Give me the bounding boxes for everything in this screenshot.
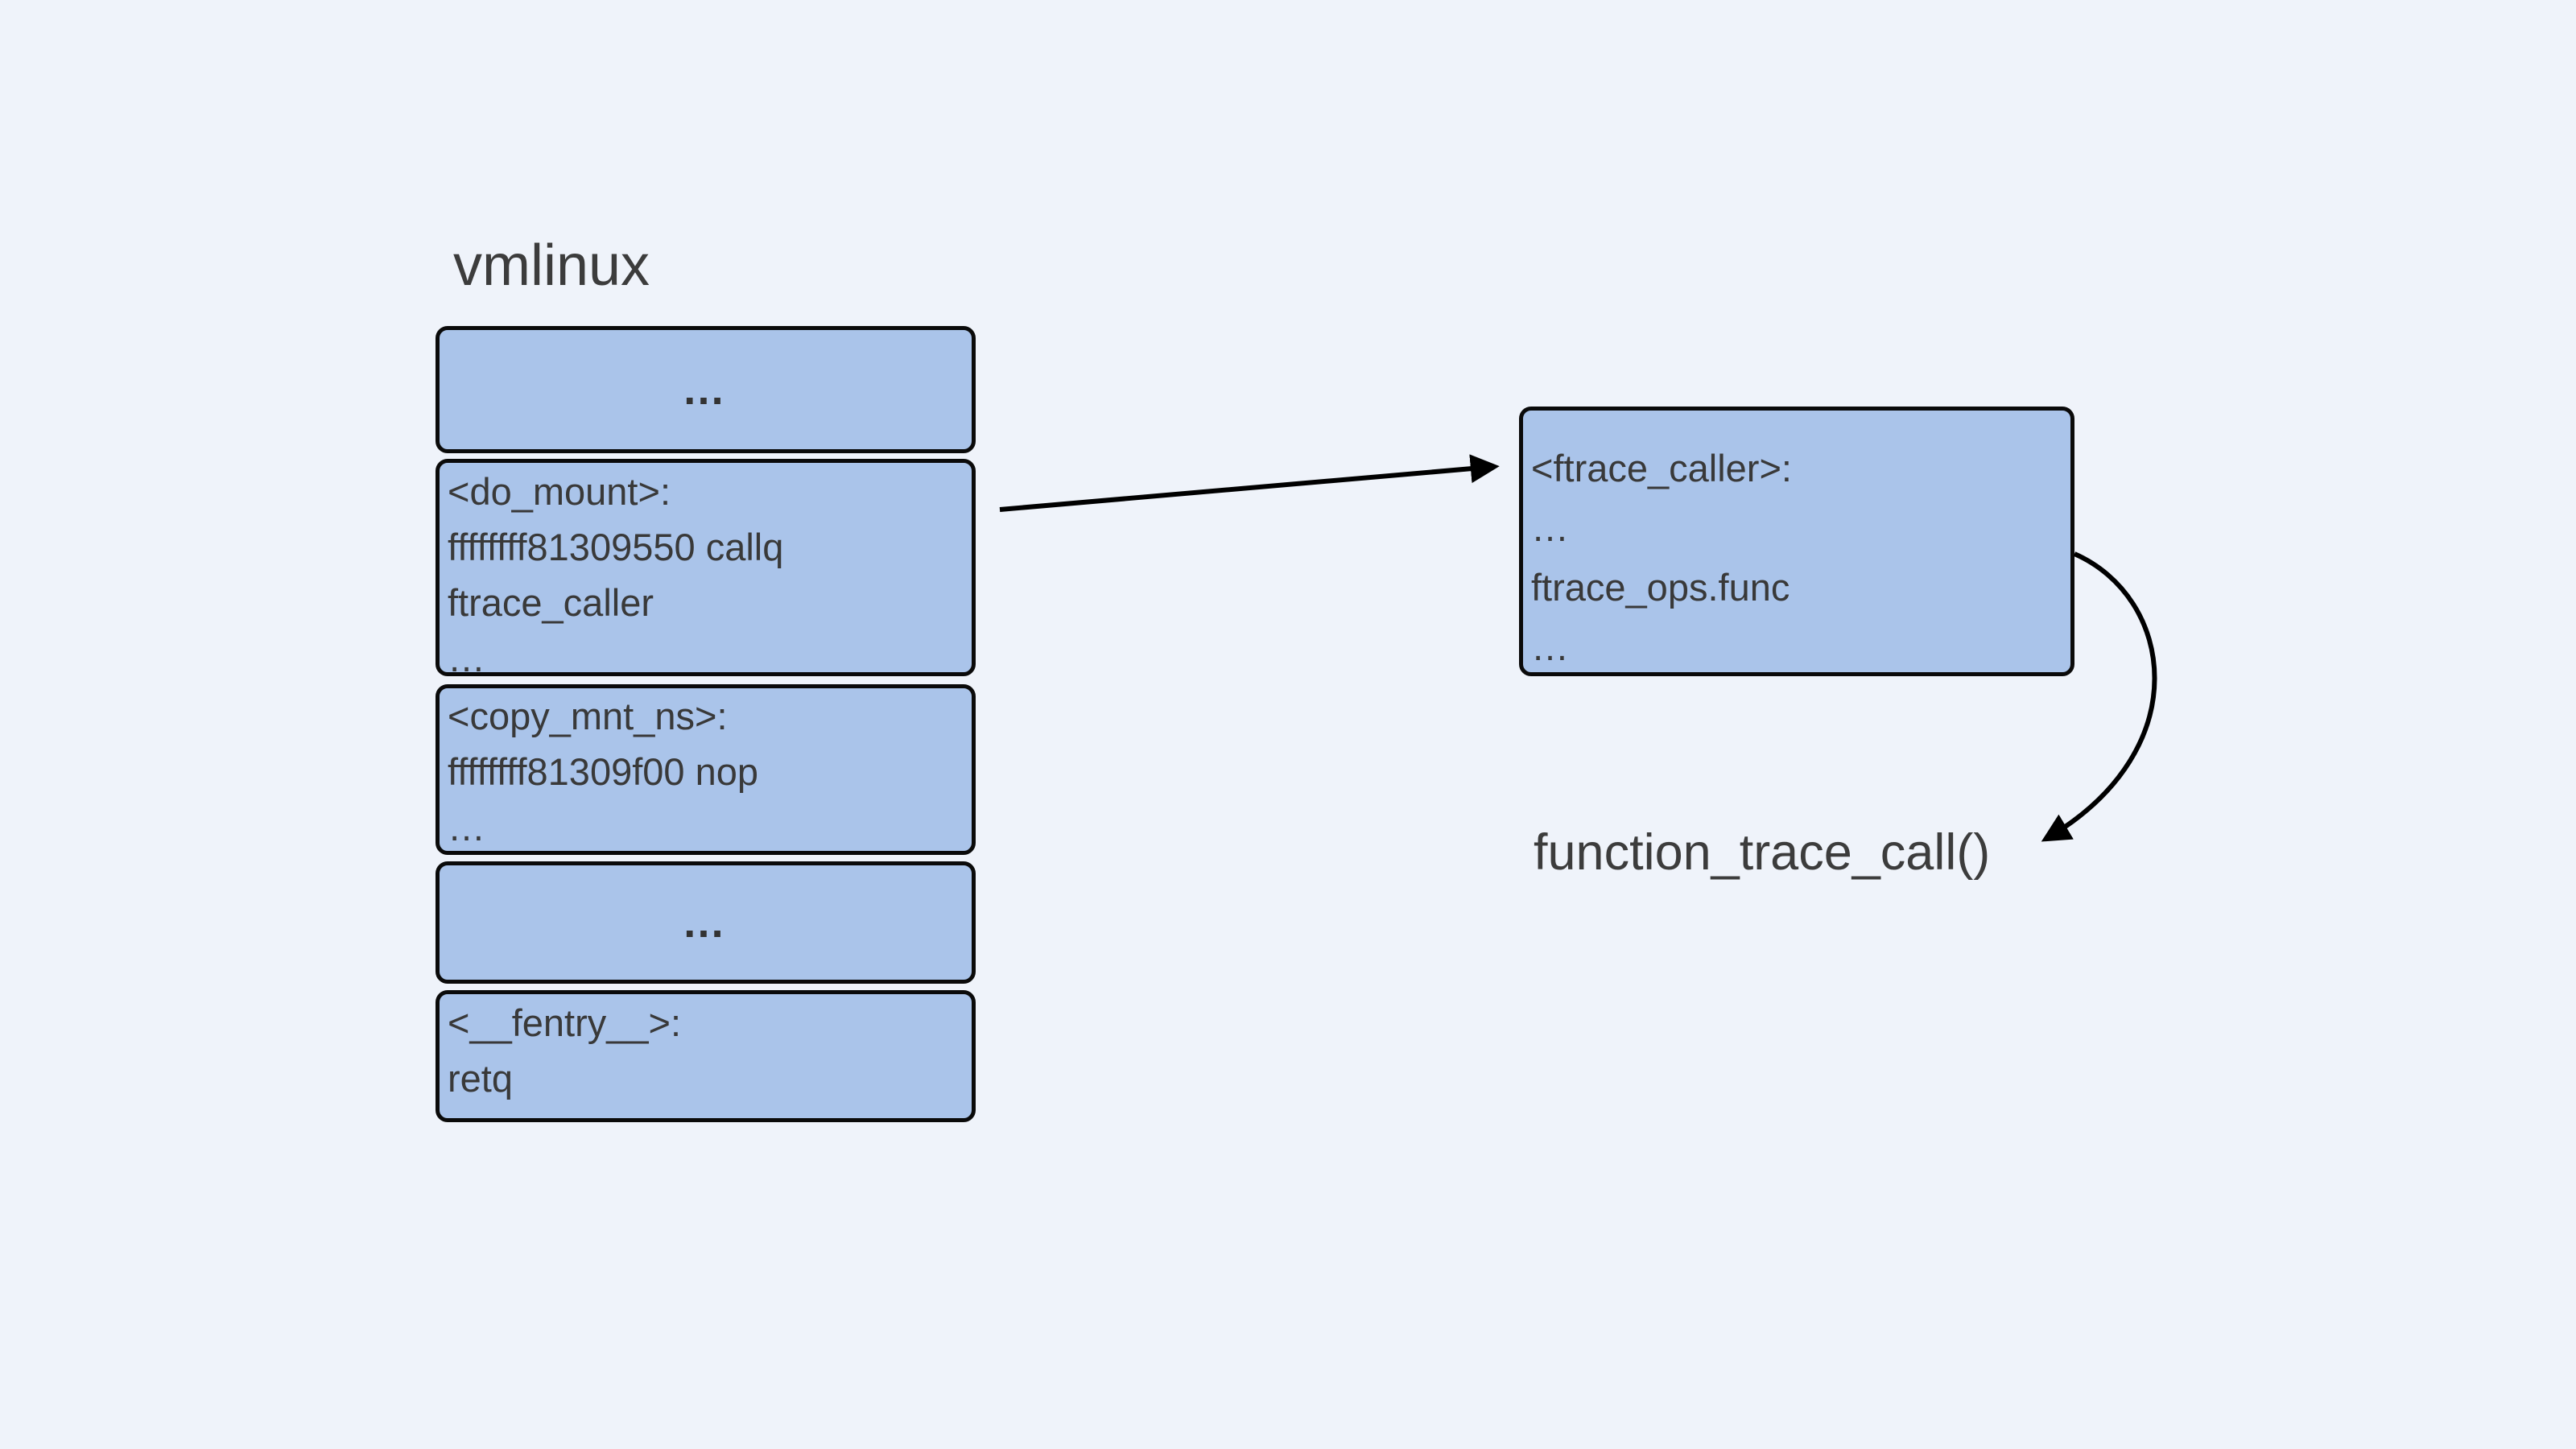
code-line: ffffffff81309550 callq (448, 526, 784, 568)
code-line: … (448, 637, 485, 679)
code-line: retq (448, 1057, 513, 1100)
memory-region-ellipsis-bottom: … (436, 861, 976, 984)
ellipsis-text: … (682, 365, 729, 414)
code-line: … (448, 806, 485, 848)
code-line: <do_mount>: (448, 470, 671, 513)
function-trace-call-label: function_trace_call() (1534, 824, 1991, 881)
code-line: <__fentry__>: (448, 1001, 682, 1044)
code-line: ffffffff81309f00 nop (448, 750, 759, 793)
code-line: … (1531, 506, 1569, 549)
code-line: ftrace_ops.func (1531, 566, 1790, 609)
code-line: <ftrace_caller>: (1531, 447, 1792, 489)
arrow-do-mount-to-ftrace-caller (999, 454, 1500, 512)
code-line: ftrace_caller (448, 581, 654, 624)
ellipsis-text: … (682, 898, 729, 947)
ftrace-caller-box: <ftrace_caller>: … ftrace_ops.func … (1519, 407, 2074, 676)
code-line: <copy_mnt_ns>: (448, 695, 728, 737)
memory-region-ellipsis-top: … (436, 326, 976, 453)
code-line: … (1531, 625, 1569, 668)
vmlinux-label: vmlinux (453, 233, 650, 298)
memory-region-do-mount: <do_mount>: ffffffff81309550 callq ftrac… (436, 459, 976, 679)
memory-region-copy-mnt-ns: <copy_mnt_ns>: ffffffff81309f00 nop … (436, 684, 976, 855)
memory-region-fentry: <__fentry__>: retq (436, 990, 976, 1122)
